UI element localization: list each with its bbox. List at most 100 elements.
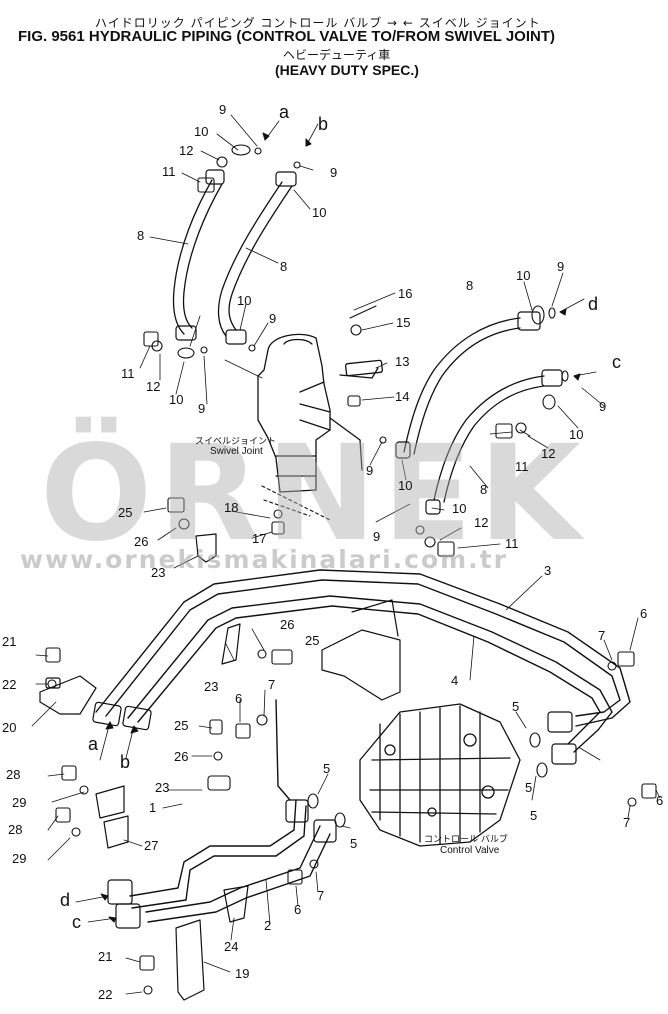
callout-18: 18 xyxy=(224,500,239,515)
callout-7: 7 xyxy=(598,628,606,643)
callout-25: 25 xyxy=(174,718,189,733)
callout-letter-c: c xyxy=(612,352,621,372)
callout-25: 25 xyxy=(118,505,133,520)
callout-5: 5 xyxy=(323,761,331,776)
callout-9: 9 xyxy=(557,259,565,274)
callout-27: 27 xyxy=(144,838,159,853)
callout-17: 17 xyxy=(252,531,267,546)
callout-23: 23 xyxy=(155,780,170,795)
subtitle-japanese: ヘビーデューティ車 xyxy=(283,48,391,62)
callout-6: 6 xyxy=(235,691,243,706)
callout-26: 26 xyxy=(174,749,189,764)
callout-10: 10 xyxy=(398,478,413,493)
callout-6: 6 xyxy=(656,793,664,808)
callout-9: 9 xyxy=(366,463,374,478)
callout-12: 12 xyxy=(179,143,194,158)
callout-10: 10 xyxy=(516,268,531,283)
callout-7: 7 xyxy=(623,815,631,830)
callout-10: 10 xyxy=(194,124,209,139)
callout-23: 23 xyxy=(151,565,166,580)
callout-8: 8 xyxy=(137,228,145,243)
callout-11: 11 xyxy=(121,366,135,381)
callout-8: 8 xyxy=(480,482,488,497)
bolts-lower xyxy=(45,647,657,995)
callout-7: 7 xyxy=(317,888,325,903)
callout-9: 9 xyxy=(269,311,277,326)
hose-right-lower xyxy=(433,375,545,503)
callout-5: 5 xyxy=(512,699,520,714)
control-valve-label-jp: コントロール バルブ xyxy=(424,835,508,845)
callout-13: 13 xyxy=(395,354,410,369)
callout-9: 9 xyxy=(198,401,206,416)
callout-15: 15 xyxy=(396,315,411,330)
callout-letter-b: b xyxy=(318,114,329,134)
callout-26: 26 xyxy=(280,617,295,632)
callout-11: 11 xyxy=(505,536,519,551)
callout-23: 23 xyxy=(204,679,219,694)
callout-16: 16 xyxy=(398,286,413,301)
callout-12: 12 xyxy=(474,515,489,530)
control-valve-label: Control Valve xyxy=(440,845,500,856)
callout-7: 7 xyxy=(268,677,276,692)
callout-10: 10 xyxy=(452,501,467,516)
figure-title: FIG. 9561 HYDRAULIC PIPING (CONTROL VALV… xyxy=(18,28,555,45)
fitting-top-left xyxy=(175,169,563,515)
swivel-joint-label: Swivel Joint xyxy=(210,446,263,457)
swivel-joint xyxy=(257,333,383,493)
figure-subtitle: (HEAVY DUTY SPEC.) xyxy=(275,62,419,78)
callout-5: 5 xyxy=(350,836,358,851)
callout-28: 28 xyxy=(8,822,23,837)
callout-9: 9 xyxy=(373,529,381,544)
control-valve xyxy=(359,703,521,847)
callout-5: 5 xyxy=(525,780,533,795)
callout-letter-a: a xyxy=(88,734,99,754)
callout-10: 10 xyxy=(169,392,184,407)
watermark-url: www.ornekismakinalari.com.tr xyxy=(20,545,508,574)
brackets xyxy=(39,533,401,849)
callout-9: 9 xyxy=(330,165,338,180)
callout-6: 6 xyxy=(294,902,302,917)
callout-8: 8 xyxy=(280,259,288,274)
hose-right-upper xyxy=(403,317,521,455)
callout-22: 22 xyxy=(2,677,17,692)
callout-6: 6 xyxy=(640,606,648,621)
callout-letter-b: b xyxy=(120,752,131,772)
arrowheads xyxy=(100,132,581,923)
leader-lines xyxy=(31,114,661,995)
callout-21: 21 xyxy=(98,949,113,964)
callout-24: 24 xyxy=(224,939,239,954)
callout-3: 3 xyxy=(544,563,552,578)
callout-29: 29 xyxy=(12,795,27,810)
callout-20: 20 xyxy=(2,720,17,735)
callout-28: 28 xyxy=(6,767,21,782)
callout-10: 10 xyxy=(569,427,584,442)
title-japanese: ハイドロリック パイピング コントロール バルブ → ← スイベル ジョイント xyxy=(95,16,541,30)
callout-10: 10 xyxy=(312,205,327,220)
callout-9: 9 xyxy=(219,102,227,117)
callout-29: 29 xyxy=(12,851,27,866)
callout-25: 25 xyxy=(305,633,320,648)
callout-12: 12 xyxy=(146,379,161,394)
watermark-brand: ÖRNEK xyxy=(40,417,587,571)
bolts-small xyxy=(143,144,569,557)
callout-21: 21 xyxy=(2,634,17,649)
flanges-top xyxy=(92,701,577,765)
callout-11: 11 xyxy=(515,459,529,474)
callout-letter-a: a xyxy=(279,102,290,122)
callout-11: 11 xyxy=(162,164,176,179)
callout-14: 14 xyxy=(395,389,410,404)
callout-10: 10 xyxy=(237,293,252,308)
callout-12: 12 xyxy=(541,446,556,461)
callout-1: 1 xyxy=(149,800,157,815)
callout-8: 8 xyxy=(466,278,474,293)
pipe-3-4 xyxy=(95,569,631,753)
callout-2: 2 xyxy=(264,918,272,933)
hose-left-inner xyxy=(217,181,293,337)
callout-letter-c: c xyxy=(72,912,81,932)
swivel-joint-label-jp: スイベルジョイント xyxy=(195,437,277,447)
callout-letter-d: d xyxy=(588,294,599,314)
swivel-bolts xyxy=(167,305,377,535)
callout-19: 19 xyxy=(235,966,250,981)
callout-5: 5 xyxy=(530,808,538,823)
